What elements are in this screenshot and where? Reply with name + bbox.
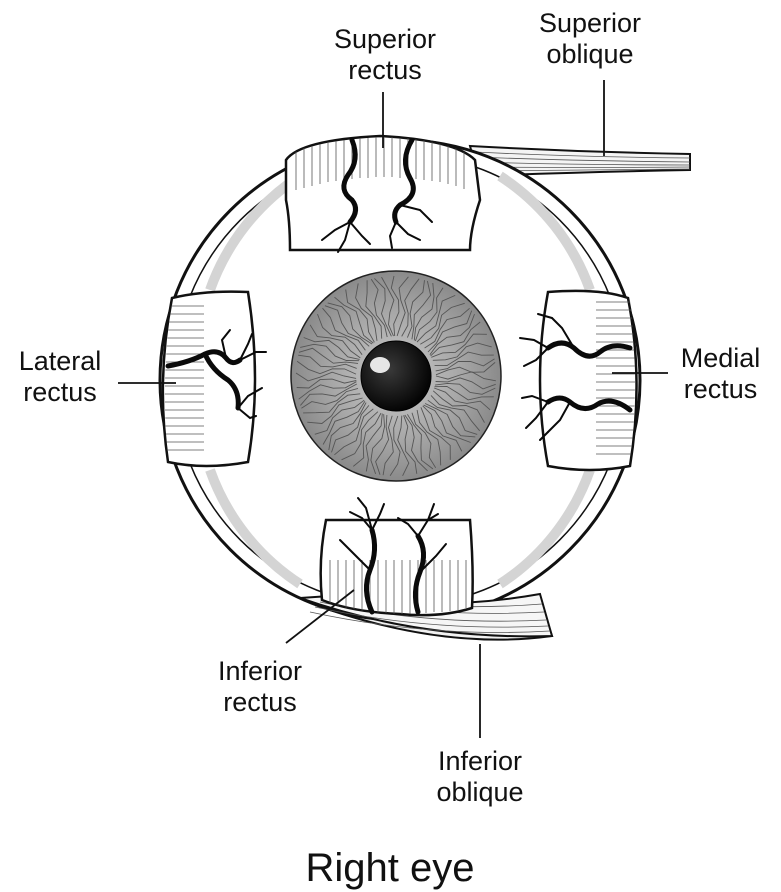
label-lateral-rectus-line2: rectus [0, 377, 120, 408]
label-superior-oblique-line2: oblique [510, 39, 670, 70]
label-inferior-oblique: Inferior oblique [400, 746, 560, 808]
superior-rectus-muscle [286, 136, 480, 252]
label-inferior-oblique-line2: oblique [400, 777, 560, 808]
label-inferior-rectus: Inferior rectus [180, 656, 340, 718]
label-medial-rectus-line2: rectus [660, 374, 781, 405]
label-inferior-oblique-line1: Inferior [400, 746, 560, 777]
pupil-highlight [370, 357, 390, 373]
caption-right-eye: Right eye [240, 846, 540, 890]
label-superior-rectus-line1: Superior [300, 24, 470, 55]
label-superior-rectus: Superior rectus [300, 24, 470, 86]
label-inferior-rectus-line2: rectus [180, 687, 340, 718]
label-medial-rectus-line1: Medial [660, 343, 781, 374]
label-inferior-rectus-line1: Inferior [180, 656, 340, 687]
label-superior-oblique-line1: Superior [510, 8, 670, 39]
label-lateral-rectus: Lateral rectus [0, 346, 120, 408]
lateral-rectus-muscle [163, 292, 266, 466]
label-medial-rectus: Medial rectus [660, 343, 781, 405]
pupil [361, 341, 431, 411]
label-lateral-rectus-line1: Lateral [0, 346, 120, 377]
label-superior-oblique: Superior oblique [510, 8, 670, 70]
label-superior-rectus-line2: rectus [300, 55, 470, 86]
